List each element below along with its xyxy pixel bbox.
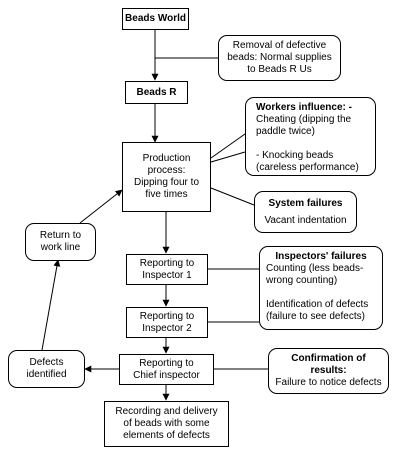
recording-line: elements of defects — [123, 430, 210, 441]
system-failures-body: Vacant indentation — [264, 214, 347, 226]
inspector1-line: Reporting to — [139, 257, 195, 269]
removal-note-line: beads: Normal supplies — [227, 52, 332, 63]
workers-influence-line: - Knocking beads — [256, 150, 334, 161]
production-line: Dipping four to — [133, 177, 200, 188]
arrow-return-to-production — [79, 189, 123, 224]
connector-system — [210, 187, 255, 206]
inspectors-failures-line: (failure to see defects) — [266, 311, 365, 322]
node-return-to-work-line: Return to work line — [25, 223, 96, 261]
arrow-defects-to-return — [41, 259, 61, 351]
workers-influence-spacer — [256, 138, 375, 150]
system-failures-title: System failures — [268, 197, 343, 209]
connector-workers — [210, 133, 246, 159]
removal-note-line: to Beads R Us — [247, 64, 312, 75]
inspectors-failures-spacer — [266, 287, 382, 299]
node-beads-world: Beads World — [122, 8, 189, 30]
defects-identified-line: identified — [26, 369, 67, 380]
node-reporting-chief-inspector: Reporting to Chief inspector — [119, 354, 214, 385]
removal-note-line: Removal of defective — [232, 40, 327, 51]
recording-line: Recording and delivery — [115, 406, 218, 417]
inspectors-failures-line: Counting (less beads- — [266, 263, 364, 274]
inspector1-line: Inspector 1 — [142, 269, 192, 281]
inspector2-line: Inspector 2 — [142, 322, 192, 334]
return-line-line: Return to — [39, 230, 82, 241]
inspectors-failures-line: wrong counting) — [266, 275, 338, 286]
node-beads-r-label: Beads R — [136, 86, 177, 98]
node-confirmation-of-results: Confirmation of results: Failure to noti… — [268, 348, 389, 394]
node-workers-influence: Workers influence: - Cheating (dipping t… — [245, 97, 376, 176]
confirmation-body: Failure to notice defects — [275, 377, 382, 388]
production-line: Production — [142, 153, 191, 164]
production-line: process: — [147, 165, 186, 176]
defects-identified-line: Defects — [29, 357, 64, 368]
node-recording-and-delivery: Recording and delivery of beads with som… — [104, 401, 229, 447]
inspector2-line: Reporting to — [139, 310, 195, 322]
connector-workers-2 — [210, 151, 246, 163]
node-production-process: Production process: Dipping four to five… — [122, 142, 211, 212]
confirmation-title-line: Confirmation of — [291, 353, 366, 364]
production-line: five times — [145, 189, 188, 200]
node-removal-note: Removal of defective beads: Normal suppl… — [218, 35, 341, 81]
workers-influence-line: (careless performance) — [256, 162, 359, 173]
workers-influence-line: paddle twice) — [256, 126, 315, 137]
node-inspectors-failures: Inspectors' failures Counting (less bead… — [259, 246, 383, 330]
node-system-failures: System failures Vacant indentation — [254, 191, 357, 233]
workers-influence-line: Cheating (dipping the — [256, 114, 352, 125]
chief-line: Chief inspector — [133, 369, 200, 381]
return-line-line: work line — [40, 242, 81, 253]
inspectors-failures-title: Inspectors' failures — [275, 251, 367, 262]
inspectors-failures-line: Identification of defects — [266, 299, 369, 310]
node-beads-world-label: Beads World — [125, 13, 186, 24]
node-reporting-inspector-2: Reporting to Inspector 2 — [126, 307, 208, 338]
confirmation-title-line: results: — [310, 365, 347, 376]
workers-influence-title: Workers influence: - — [256, 102, 352, 113]
recording-line: of beads with some — [123, 418, 210, 429]
node-defects-identified: Defects identified — [8, 350, 85, 388]
node-beads-r: Beads R — [125, 81, 188, 104]
node-reporting-inspector-1: Reporting to Inspector 1 — [126, 254, 208, 285]
chief-line: Reporting to — [139, 357, 194, 369]
